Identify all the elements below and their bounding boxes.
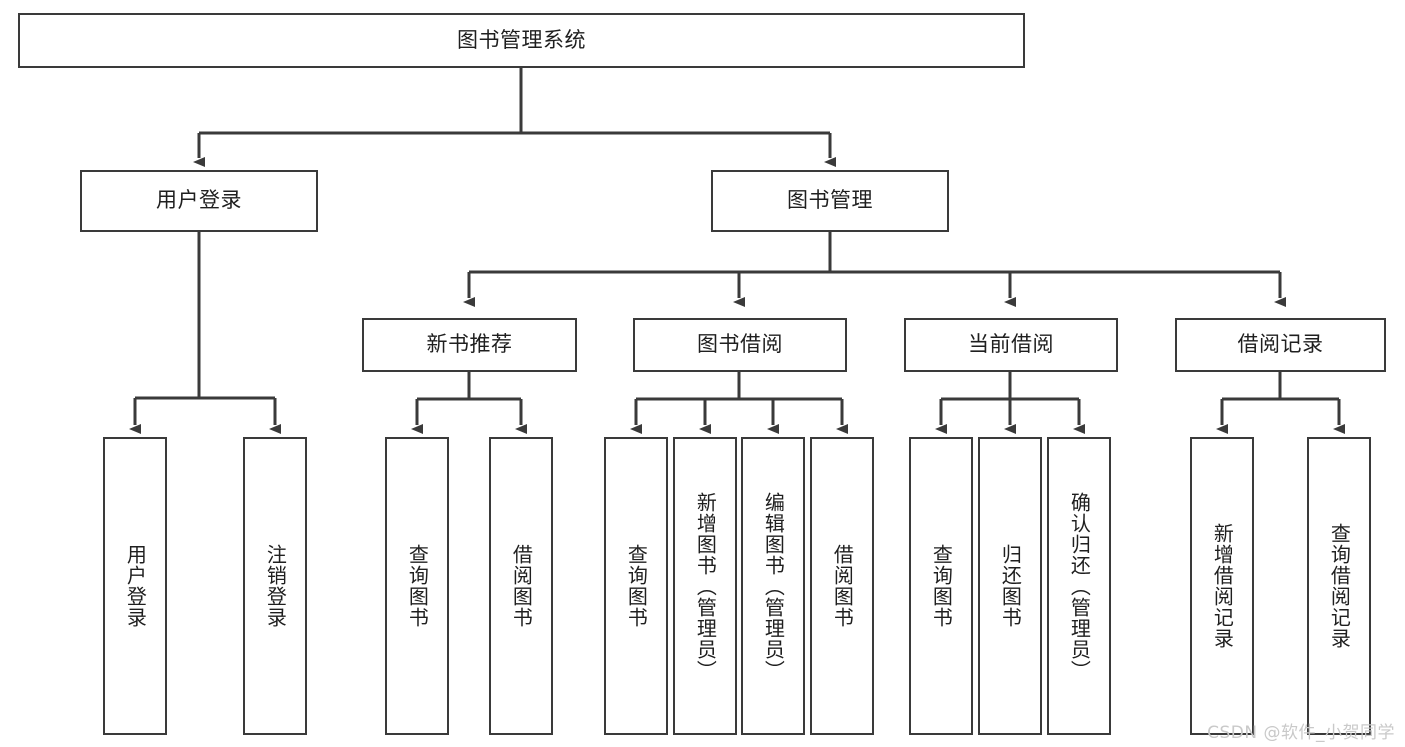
node-leaf-confirm-return-label: 确认归还（管理员） [1067, 491, 1092, 681]
node-leaf-confirm-return[interactable]: 确认归还（管理员） [1047, 437, 1111, 735]
node-leaf-user-logout[interactable]: 注销登录 [243, 437, 307, 735]
node-new-book-recommend[interactable]: 新书推荐 [362, 318, 577, 372]
node-user-login-label: 用户登录 [156, 188, 242, 213]
node-leaf-query-book-1-label: 查询图书 [405, 544, 430, 628]
node-book-borrow-label: 图书借阅 [697, 332, 783, 357]
node-leaf-borrow-book-1-label: 借阅图书 [509, 544, 534, 628]
node-leaf-user-logout-label: 注销登录 [263, 544, 288, 628]
node-root[interactable]: 图书管理系统 [18, 13, 1025, 68]
node-leaf-query-book-3-label: 查询图书 [929, 544, 954, 628]
node-book-manage-label: 图书管理 [787, 188, 873, 213]
node-leaf-add-record-label: 新增借阅记录 [1210, 523, 1235, 649]
node-leaf-edit-book-label: 编辑图书（管理员） [761, 491, 786, 681]
node-current-borrow-label: 当前借阅 [968, 332, 1054, 357]
node-leaf-borrow-book-2-label: 借阅图书 [830, 544, 855, 628]
node-new-book-recommend-label: 新书推荐 [426, 332, 513, 357]
node-leaf-add-book-label: 新增图书（管理员） [693, 491, 718, 681]
node-borrow-record-label: 借阅记录 [1237, 332, 1324, 357]
node-leaf-query-record[interactable]: 查询借阅记录 [1307, 437, 1371, 735]
node-leaf-edit-book[interactable]: 编辑图书（管理员） [741, 437, 805, 735]
node-leaf-return-book[interactable]: 归还图书 [978, 437, 1042, 735]
node-leaf-add-record[interactable]: 新增借阅记录 [1190, 437, 1254, 735]
node-leaf-query-book-2-label: 查询图书 [624, 544, 649, 628]
node-borrow-record[interactable]: 借阅记录 [1175, 318, 1386, 372]
node-leaf-borrow-book-1[interactable]: 借阅图书 [489, 437, 553, 735]
node-leaf-query-book-1[interactable]: 查询图书 [385, 437, 449, 735]
node-root-label: 图书管理系统 [457, 27, 586, 52]
node-user-login[interactable]: 用户登录 [80, 170, 318, 232]
node-book-borrow[interactable]: 图书借阅 [633, 318, 847, 372]
node-leaf-borrow-book-2[interactable]: 借阅图书 [810, 437, 874, 735]
node-leaf-user-login-label: 用户登录 [123, 544, 148, 628]
node-leaf-query-book-2[interactable]: 查询图书 [604, 437, 668, 735]
node-leaf-query-book-3[interactable]: 查询图书 [909, 437, 973, 735]
node-leaf-user-login[interactable]: 用户登录 [103, 437, 167, 735]
node-current-borrow[interactable]: 当前借阅 [904, 318, 1118, 372]
node-book-manage[interactable]: 图书管理 [711, 170, 949, 232]
node-leaf-return-book-label: 归还图书 [998, 544, 1023, 628]
node-leaf-query-record-label: 查询借阅记录 [1327, 523, 1352, 649]
node-leaf-add-book[interactable]: 新增图书（管理员） [673, 437, 737, 735]
